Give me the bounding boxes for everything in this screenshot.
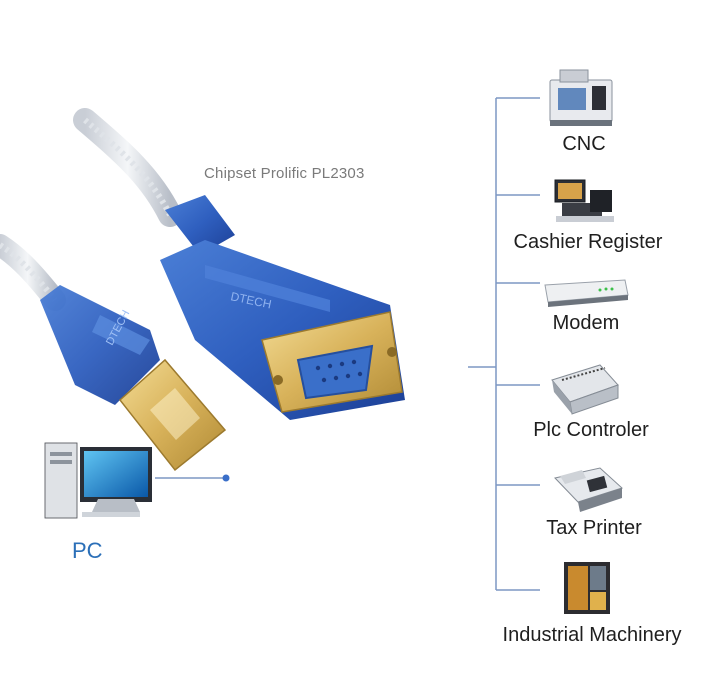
device-label-cnc: CNC [562, 133, 606, 155]
device-label-plc-controler: Plc Controler [533, 419, 649, 441]
industrial-machinery-icon [564, 562, 610, 614]
pc-connection-line [155, 474, 230, 482]
cash-register-icon [554, 179, 614, 222]
device-label-industrial-machinery: Industrial Machinery [502, 624, 682, 646]
device-branch-lines [468, 97, 540, 591]
serial-cable [73, 108, 182, 227]
tax-printer-icon [554, 467, 623, 512]
cnc-machine-icon [549, 69, 613, 126]
plc-controller-icon [551, 364, 619, 415]
db9-connector: DTECH [160, 195, 405, 420]
usb-cable [0, 234, 66, 311]
device-label-cashier-register: Cashier Register [513, 231, 663, 253]
device-label-tax-printer: Tax Printer [546, 517, 642, 539]
pc-label: PC [72, 538, 103, 563]
chipset-label: Chipset Prolific PL2303 [204, 165, 365, 182]
usb-connector: DTECH [40, 285, 227, 472]
modem-icon [544, 279, 629, 307]
device-label-modem: Modem [552, 312, 620, 334]
desktop-computer-icon [44, 442, 152, 519]
